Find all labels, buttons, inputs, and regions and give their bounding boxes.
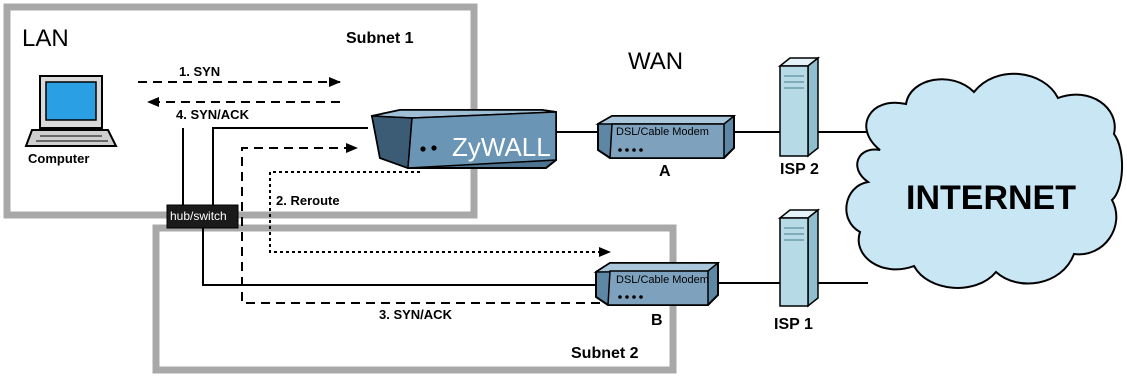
reroute-arrow bbox=[269, 171, 611, 257]
computer-icon bbox=[24, 75, 118, 147]
modem-b-icon bbox=[593, 262, 721, 306]
modem-a-label: A bbox=[659, 163, 671, 180]
lan-label: LAN bbox=[22, 25, 69, 52]
internet-cloud-icon bbox=[845, 72, 1124, 289]
link-hub-to-modem-b bbox=[202, 228, 595, 286]
modem-a-text: DSL/Cable Modem bbox=[616, 126, 709, 138]
modem-b-text: DSL/Cable Modem bbox=[616, 274, 709, 286]
zywall-label: ZyWALL bbox=[452, 132, 551, 162]
subnet1-label: Subnet 1 bbox=[346, 30, 414, 47]
syn-label: 1. SYN bbox=[179, 64, 221, 79]
zywall-router-icon bbox=[370, 109, 557, 170]
isp1-label: ISP 1 bbox=[774, 316, 813, 333]
subnet2-label: Subnet 2 bbox=[571, 345, 639, 362]
isp1-server-icon bbox=[777, 208, 821, 308]
wan-label: WAN bbox=[628, 48, 684, 75]
internet-label: INTERNET bbox=[906, 179, 1076, 217]
message-arrows bbox=[138, 77, 611, 304]
synack-b-arrow bbox=[241, 143, 600, 304]
modem-b-label: B bbox=[651, 312, 663, 329]
link-hub-to-zywall bbox=[212, 127, 368, 205]
isp2-server-icon bbox=[777, 56, 821, 158]
computer-label: Computer bbox=[28, 151, 90, 166]
hub-switch-icon bbox=[166, 204, 239, 229]
synack-a-label: 4. SYN/ACK bbox=[176, 107, 249, 122]
synack-b-label: 3. SYN/ACK bbox=[379, 307, 452, 322]
reroute-label: 2. Reroute bbox=[276, 193, 340, 208]
isp2-label: ISP 2 bbox=[780, 161, 819, 178]
modem-a-icon bbox=[595, 115, 737, 159]
hub-label: hub/switch bbox=[170, 209, 227, 223]
